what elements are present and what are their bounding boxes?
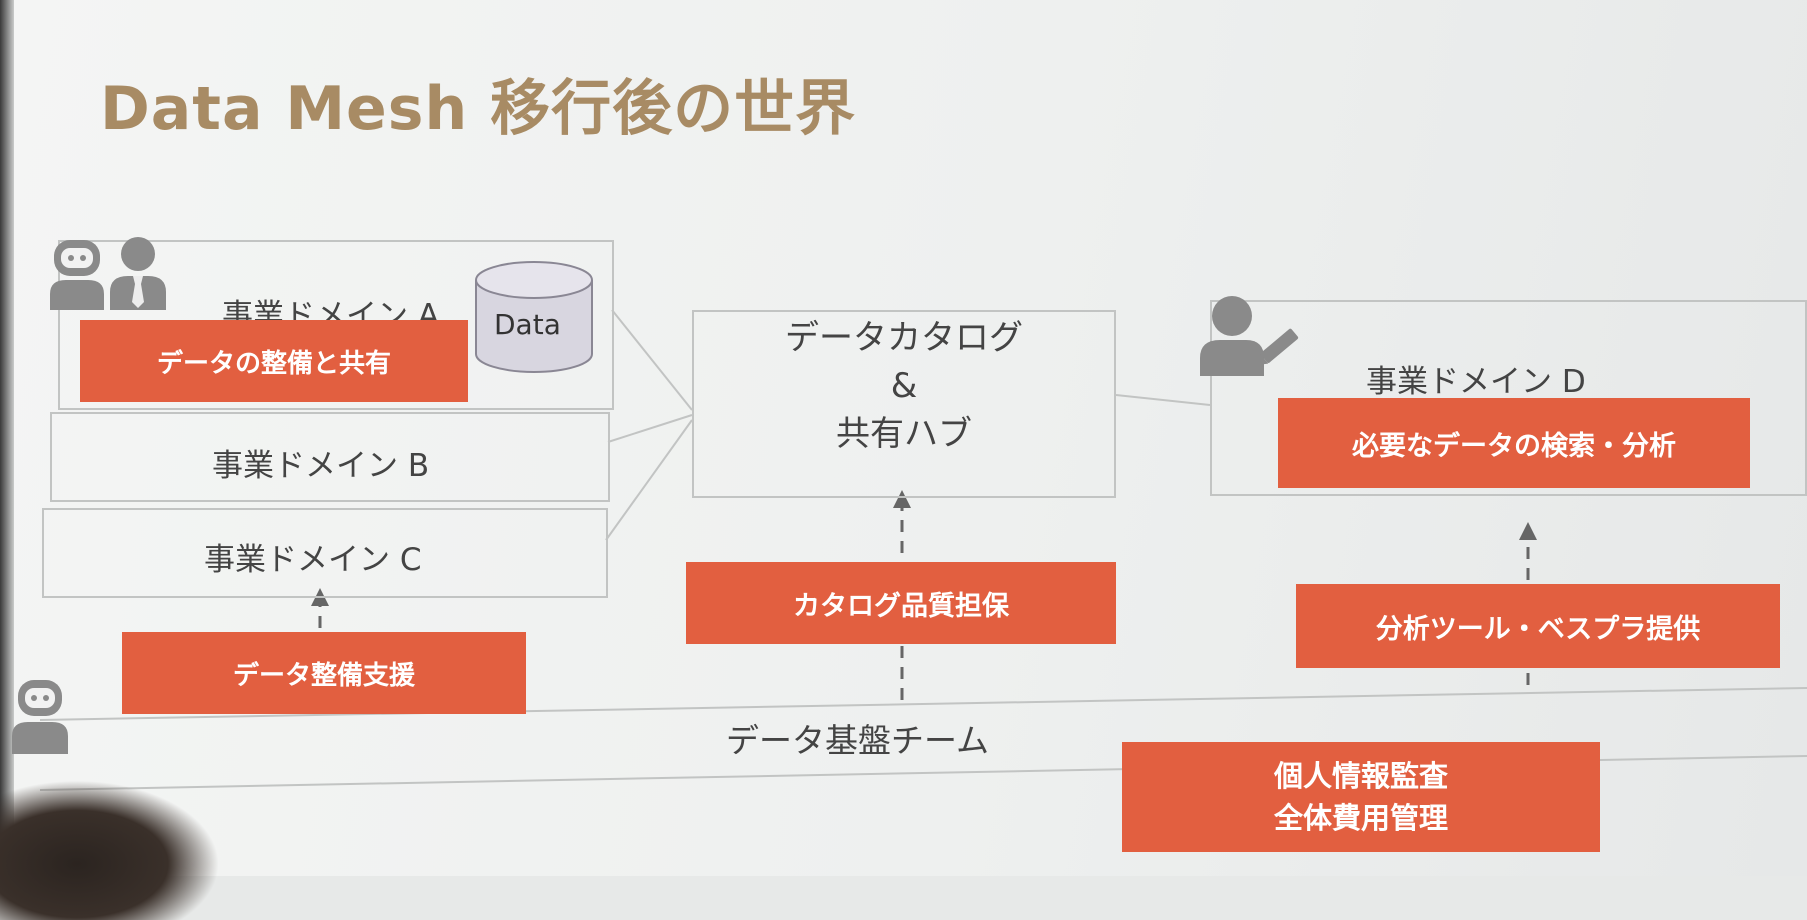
domain-d-box [1210, 300, 1807, 496]
platform-tag-line1: 個人情報監査 [1273, 759, 1448, 793]
robot-icon [12, 680, 68, 754]
screen-bezel [0, 0, 14, 876]
domain-c-box [42, 508, 608, 598]
line-a-hub [611, 309, 693, 411]
arrowhead-d [1519, 522, 1537, 540]
domain-c-support-tag: データ整備支援 [122, 632, 526, 714]
hub-line2: & [890, 366, 918, 406]
domain-d-label: 事業ドメイン D [1366, 364, 1586, 400]
platform-tag: 個人情報監査 全体費用管理 [1122, 742, 1600, 852]
catalog-hub-text: データカタログ & 共有ハブ [692, 314, 1116, 458]
slide-title: Data Mesh 移行後の世界 [100, 74, 857, 144]
hub-line3: 共有ハブ [836, 414, 972, 454]
businessman-icon [110, 237, 166, 310]
arrowhead-hub [893, 490, 911, 508]
database-icon [475, 261, 593, 373]
person-edit-icon [1200, 296, 1299, 376]
robot-icon [50, 240, 104, 310]
domain-b-box [50, 412, 610, 502]
audience-head-silhouette [0, 780, 220, 920]
platform-tag-line2: 全体費用管理 [1273, 801, 1448, 835]
platform-band-top [39, 687, 1807, 721]
database-label: Data [494, 308, 561, 341]
domain-a-tag: データの整備と共有 [80, 320, 468, 402]
hub-line1: データカタログ [785, 318, 1023, 358]
domain-a-box [58, 240, 614, 410]
domain-b-label: 事業ドメイン B [212, 448, 430, 484]
line-c-hub [605, 419, 693, 541]
catalog-hub-box [692, 310, 1116, 498]
line-b-hub [607, 414, 693, 443]
domain-c-label: 事業ドメイン C [204, 542, 422, 578]
hub-support-tag: カタログ品質担保 [686, 562, 1116, 644]
platform-label: データ基盤チーム [726, 721, 990, 760]
domain-d-support-tag: 分析ツール・ベスプラ提供 [1296, 584, 1780, 668]
line-hub-d [1115, 394, 1211, 406]
domain-d-tag: 必要なデータの検索・分析 [1278, 398, 1750, 488]
